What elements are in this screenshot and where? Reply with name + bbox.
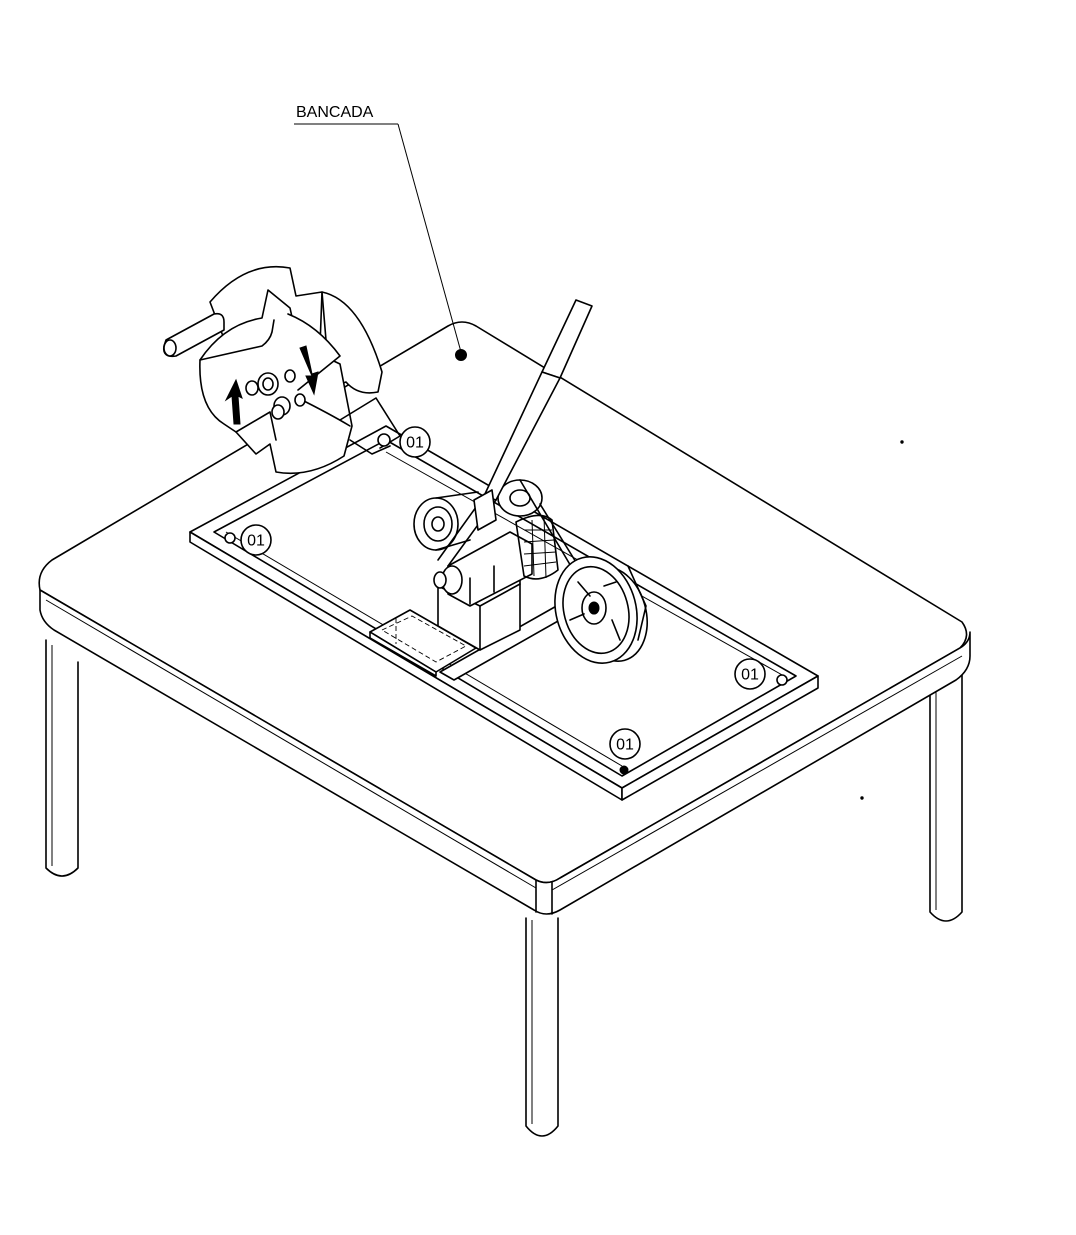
- motor-assembly: [433, 514, 559, 651]
- bancada-label-group: BANCADA: [294, 104, 462, 353]
- callout-1: 01: [399, 426, 431, 458]
- large-pulley: [554, 556, 648, 664]
- small-pulleys: [413, 479, 593, 589]
- rotor-disk: [162, 266, 401, 475]
- callout-4: 01: [609, 728, 641, 760]
- reference-dot: [455, 349, 467, 361]
- svg-text:01: 01: [741, 667, 759, 684]
- bancada-label: BANCADA: [296, 104, 374, 121]
- rotation-arrow-icon: [299, 345, 319, 396]
- table-legs: [45, 639, 963, 1137]
- lever-handle: [437, 299, 593, 567]
- callout-2: 01: [240, 524, 272, 556]
- svg-text:01: 01: [616, 737, 634, 754]
- svg-text:01: 01: [406, 435, 424, 452]
- rotation-arrow-icon: [224, 378, 243, 425]
- callouts: 01 01 01 01: [240, 426, 766, 760]
- callout-3: 01: [734, 658, 766, 690]
- svg-text:01: 01: [247, 533, 265, 550]
